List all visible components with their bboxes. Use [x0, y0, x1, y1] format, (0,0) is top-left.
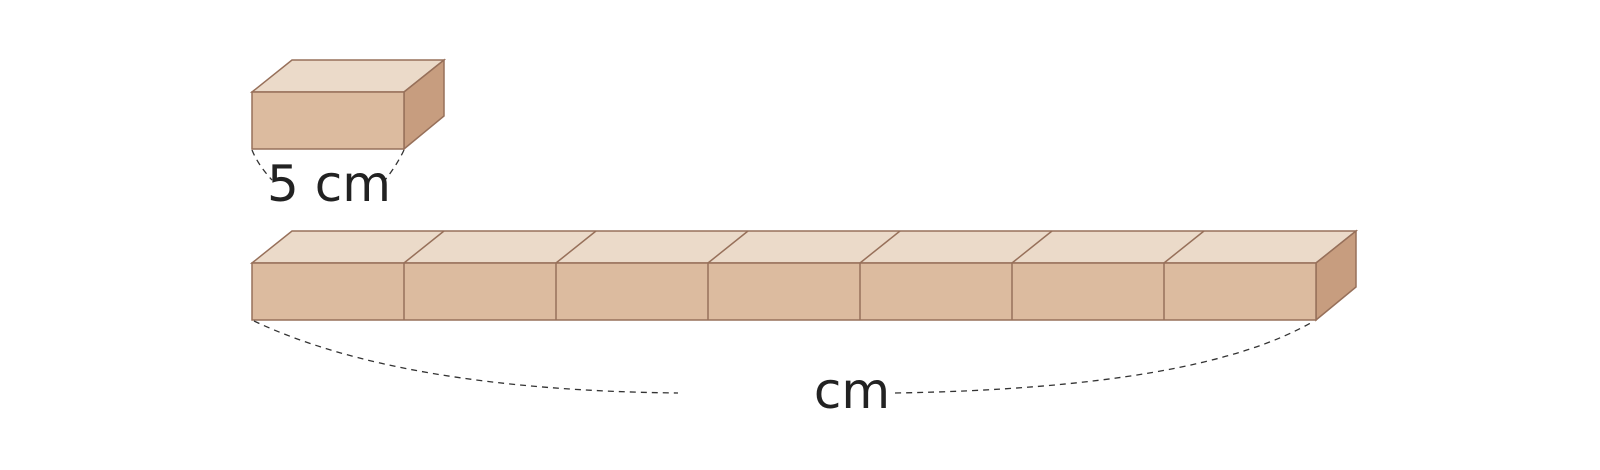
single-block-length-label: 5 cm — [267, 155, 391, 213]
block-divider-top — [1011, 230, 1053, 264]
long-bar-brace-right — [894, 320, 1315, 394]
long-bar-front-face — [251, 262, 1317, 321]
single-block-brace-left — [251, 149, 273, 181]
long-bar-blank-label: cm — [814, 362, 890, 420]
single-block — [249, 58, 447, 151]
block-divider-top — [555, 230, 597, 264]
block-divider-top — [403, 230, 445, 264]
block-divider-top — [707, 230, 749, 264]
single-block-front-face — [251, 91, 405, 150]
long-bar-top-face — [249, 230, 1359, 264]
long-bar — [249, 229, 1359, 322]
block-divider-top — [1163, 230, 1205, 264]
long-bar-brace-left — [253, 320, 679, 394]
single-block-brace-right — [384, 149, 405, 181]
block-divider-top — [859, 230, 901, 264]
